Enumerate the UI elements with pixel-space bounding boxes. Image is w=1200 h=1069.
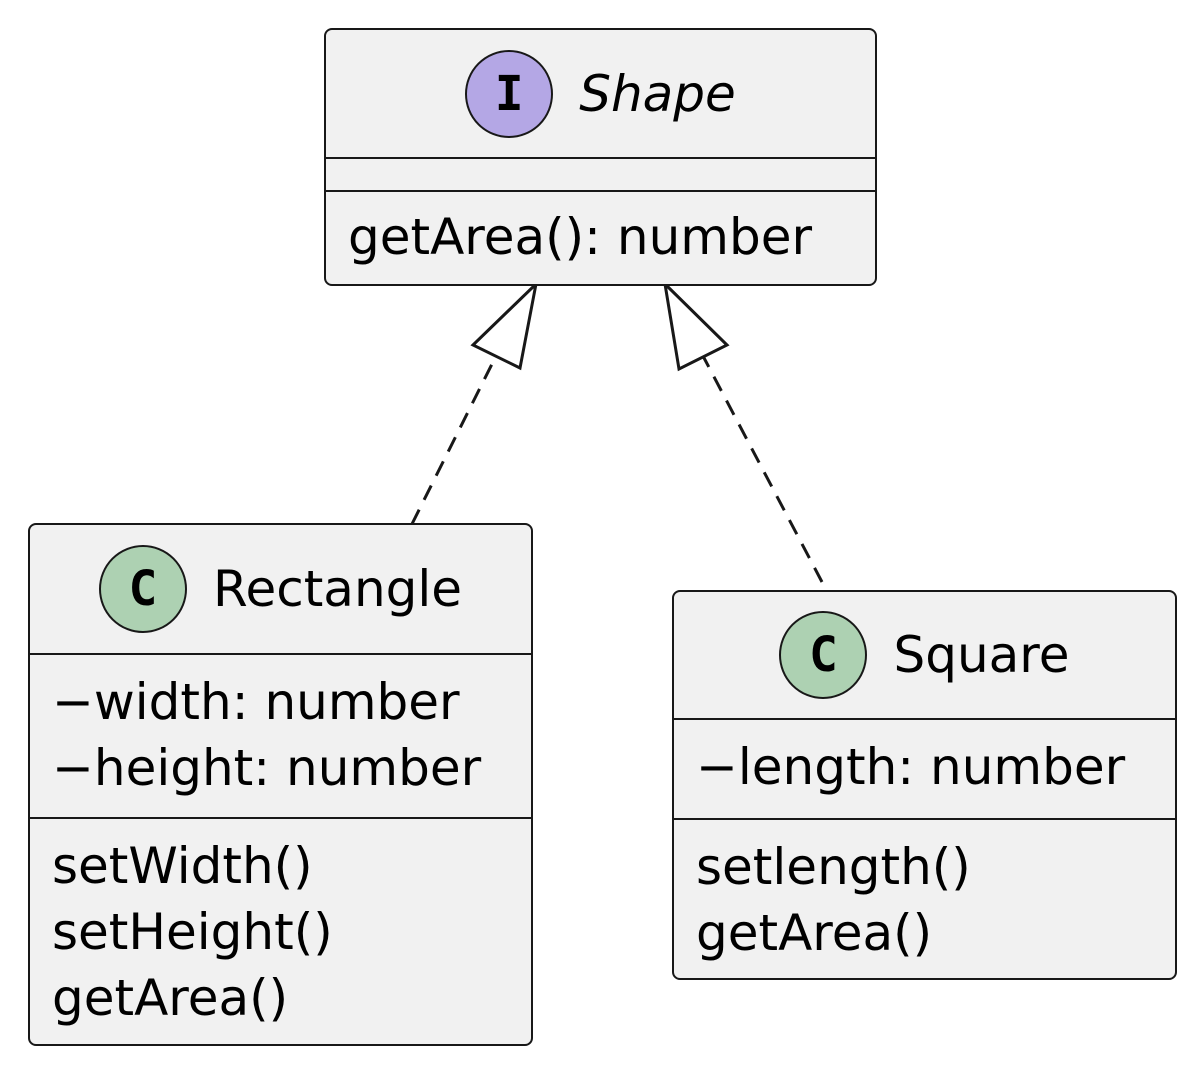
square-realization-arrowhead	[662, 279, 730, 372]
rectangle-realization-arrowhead	[470, 279, 539, 371]
class-rectangle-fields: −width: number −height: number	[30, 655, 531, 817]
method-row: getArea()	[52, 969, 289, 1027]
method-row: setlength()	[696, 838, 971, 896]
class-square-name: Square	[893, 626, 1070, 684]
class-square-methods: setlength() getArea()	[674, 818, 1175, 966]
class-rectangle-name: Rectangle	[212, 560, 463, 618]
interface-shape[interactable]: I Shape getArea(): number	[324, 28, 877, 286]
interface-shape-methods: getArea(): number	[326, 190, 875, 270]
method-row: getArea(): number	[348, 208, 813, 266]
interface-shape-fields	[326, 159, 875, 190]
class-stereotype-icon: C	[98, 545, 187, 633]
field-row: −length: number	[696, 738, 1126, 796]
class-stereotype-icon: C	[779, 611, 868, 699]
class-rectangle-methods: setWidth() setHeight() getArea()	[30, 817, 531, 1031]
class-rectangle[interactable]: C Rectangle −width: number −height: numb…	[28, 523, 533, 1046]
field-row: −height: number	[52, 739, 482, 797]
method-row: getArea()	[696, 904, 933, 962]
class-square[interactable]: C Square −length: number setlength() get…	[672, 590, 1177, 980]
square-realization-line	[701, 355, 824, 583]
method-row: setWidth()	[52, 837, 313, 895]
class-square-fields: −length: number	[674, 720, 1175, 818]
interface-shape-header: I Shape	[326, 30, 875, 159]
field-row: −width: number	[52, 673, 460, 731]
interface-shape-name: Shape	[579, 64, 736, 123]
class-rectangle-header: C Rectangle	[30, 525, 531, 655]
interface-stereotype-icon: I	[465, 49, 554, 138]
method-row: setHeight()	[52, 903, 333, 961]
rectangle-realization-line	[410, 355, 498, 525]
class-square-header: C Square	[674, 592, 1175, 720]
